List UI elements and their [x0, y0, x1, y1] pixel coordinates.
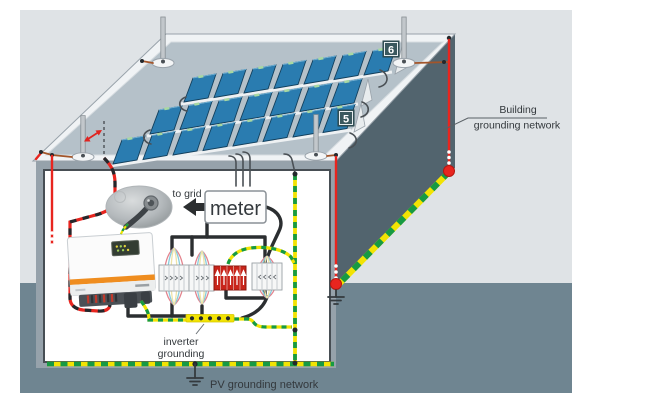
- spd-block-dc-2: [188, 264, 215, 292]
- inverter-grounding-line2: grounding: [158, 348, 205, 360]
- dc-string-cable: [68, 156, 117, 313]
- rack-rail: [109, 128, 352, 168]
- to-grid-arrow-icon: [183, 198, 205, 216]
- ac-connector: [123, 292, 138, 309]
- callout-6: 6: [382, 40, 400, 58]
- inverter-display: [111, 239, 140, 257]
- dc-connector-comb: [86, 293, 118, 304]
- building-down-conductors: [50, 38, 455, 305]
- roof-cable-conduits: [228, 151, 251, 187]
- grid-export: to grid meter: [172, 188, 267, 224]
- spd-blocks: [158, 262, 283, 292]
- separation-distance-marker: [84, 121, 105, 157]
- string-jumper-cables: [142, 69, 388, 149]
- meter-box: [204, 190, 267, 224]
- rack-end-support: [360, 78, 373, 107]
- leader-line: [195, 323, 205, 335]
- building-base-pe-stripe: [336, 169, 452, 287]
- building-grounding-line1: Building: [499, 104, 537, 116]
- inverter-grounding-line1: inverter: [163, 336, 199, 348]
- spd-block-ac: [251, 262, 283, 291]
- earth-connection-dot: [443, 165, 455, 177]
- grounding-lug-photo: [105, 185, 173, 235]
- building-grounding-label: Building grounding network: [442, 104, 561, 132]
- spd-block-dc-1: [158, 264, 190, 292]
- callout-6-number: 6: [388, 45, 394, 57]
- pe-conductors: [47, 153, 334, 367]
- earth-connection-dot: [330, 278, 342, 290]
- spd-block-red: [213, 265, 247, 291]
- separation-arrow-icon: [87, 131, 99, 140]
- callout-5-number: 5: [343, 114, 349, 126]
- callout-5: 5: [337, 109, 355, 127]
- rod-bonding-wires: [34, 35, 452, 161]
- rack-rail: [180, 70, 393, 106]
- com-connector: [140, 291, 151, 305]
- earth-ground-symbol-icon: [186, 377, 204, 386]
- inverter-orange-stripe: [69, 274, 155, 286]
- solar-panel-row-middle: [149, 78, 373, 135]
- leader-line: [442, 117, 547, 131]
- solar-array: [109, 45, 407, 168]
- earth-ground-symbol-icon: [327, 289, 345, 305]
- inverter: [66, 232, 156, 309]
- to-grid-label: to grid: [172, 188, 201, 200]
- pv-grounding-network-label: PV grounding network: [210, 379, 319, 391]
- pv-grounding-earth-tap: [186, 361, 204, 386]
- spd-pe-wire: [226, 245, 296, 265]
- meter-label: meter: [210, 198, 261, 220]
- inverter-lower-panel: [70, 279, 156, 296]
- solar-panel-row-front: [112, 103, 366, 165]
- inverter-grounding-label: inverter grounding: [158, 323, 205, 360]
- building-grounding-line2: grounding network: [474, 120, 561, 132]
- rack-end-support: [353, 103, 366, 133]
- building-side-face: [336, 34, 455, 287]
